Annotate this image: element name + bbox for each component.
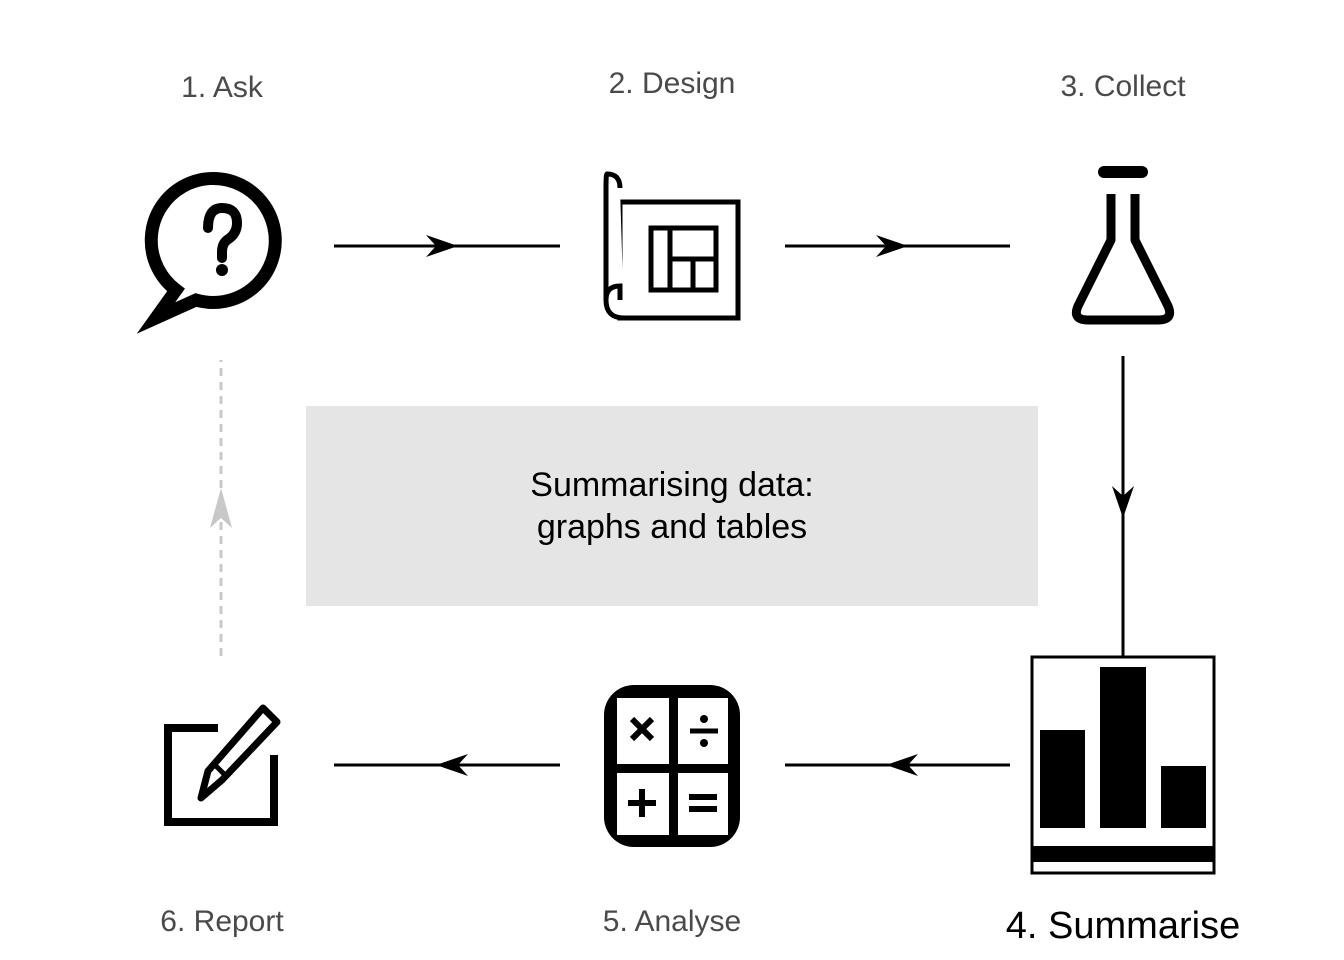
edit-note-icon [164, 704, 281, 826]
dashed-arrow-report-to-ask [210, 360, 232, 656]
step-label-ask: 1. Ask [181, 71, 263, 104]
bar-chart-icon [1030, 655, 1216, 875]
step-label-summarise: 4. Summarise [1005, 905, 1241, 947]
step-label-collect: 3. Collect [1060, 70, 1186, 103]
blueprint-icon [603, 171, 741, 321]
step-label-design: 2. Design [608, 67, 736, 100]
arrow-collect-to-summarise [1112, 356, 1134, 656]
flask-icon [1071, 166, 1175, 325]
center-title-line-2: graphs and tables [536, 508, 808, 546]
speech-bubble-question-icon [136, 172, 282, 334]
arrow-design-to-collect [785, 235, 1010, 257]
arrow-analyse-to-report [334, 754, 560, 776]
calculator-icon [604, 685, 740, 847]
arrow-summarise-to-analyse [785, 754, 1010, 776]
step-label-report: 6. Report [160, 905, 284, 938]
step-label-analyse: 5. Analyse [602, 905, 742, 938]
center-title-line-1: Summarising data: [530, 466, 814, 504]
arrow-ask-to-design [334, 235, 560, 257]
center-summary-panel: Summarising data: graphs and tables [306, 406, 1038, 606]
